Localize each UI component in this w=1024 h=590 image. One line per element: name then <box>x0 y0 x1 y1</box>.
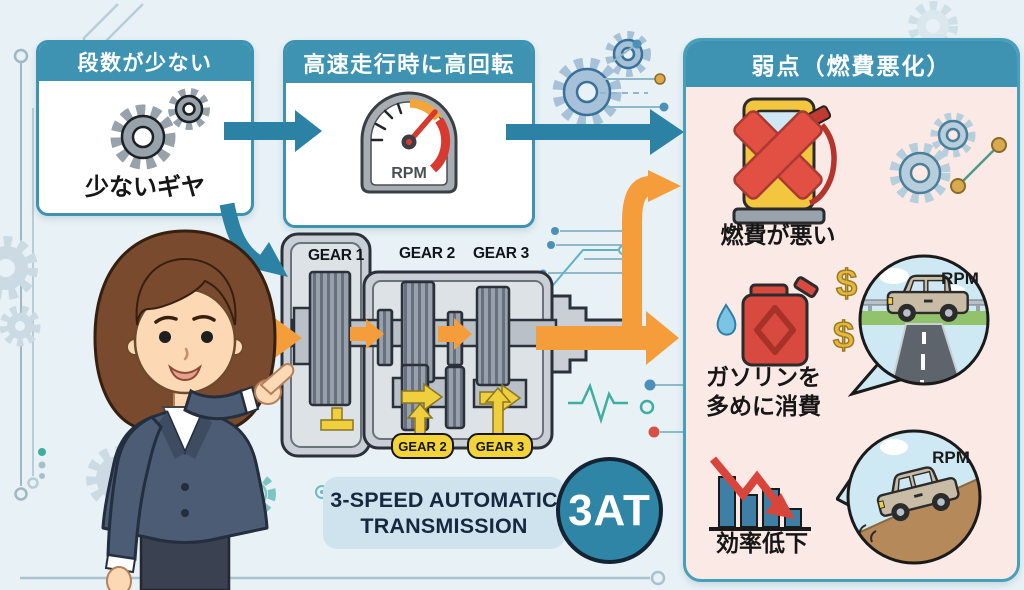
few-gears-caption: 少ないギヤ <box>85 174 205 201</box>
red-x-icon <box>733 110 823 200</box>
weakness-panel: 弱点（燃費悪化） 燃費が悪い <box>683 38 1020 582</box>
pulse-line-decor <box>568 382 628 425</box>
gear3-pill: GEAR 3 <box>467 433 533 459</box>
gear2-label: GEAR 2 <box>399 245 455 262</box>
gear1-stack <box>308 270 352 407</box>
gear3-label: GEAR 3 <box>473 245 529 262</box>
presenter-woman <box>93 229 295 590</box>
transmission-caption: 3-SPEED AUTOMATIC TRANSMISSION <box>323 477 565 549</box>
few-gears-box-header: 段数が少ない <box>39 43 251 81</box>
rpm-gauge-icon: RPM <box>360 91 458 194</box>
gear1-label: GEAR 1 <box>308 247 364 264</box>
more-gasoline-caption: ガソリンを 多めに消費 <box>706 364 821 419</box>
dollar-sign-2: $ <box>832 314 855 358</box>
transmission-diagram <box>280 232 626 458</box>
output-shaft-housing <box>550 294 626 374</box>
flow-arrow-1 <box>350 319 384 349</box>
jerry-can-icon <box>716 276 819 367</box>
efficiency-drop-caption: 効率低下 <box>716 530 808 556</box>
rpm-uphill-bubble: RPM <box>836 429 982 565</box>
gear2-pill: GEAR 2 <box>391 433 454 459</box>
flow-arrow-2 <box>438 318 472 350</box>
fuel-pump-crossed-icon <box>732 97 837 225</box>
high-rpm-box-header: 高速走行時に高回転 <box>286 43 532 83</box>
declining-bar-chart-icon <box>709 456 811 531</box>
bubble2-rpm-label: RPM <box>932 448 970 467</box>
weakness-panel-header: 弱点（燃費悪化） <box>686 41 1017 87</box>
few-gears-box: 段数が少ない 少ないギヤ <box>36 40 254 216</box>
caption-line2: TRANSMISSION <box>360 514 528 538</box>
bubble1-rpm-label: RPM <box>941 269 979 288</box>
badge-3at: 3AT <box>556 457 663 564</box>
dollar-sign-1: $ <box>835 262 858 306</box>
rpm-highway-bubble: RPM <box>848 254 990 397</box>
fuel-drop-icon <box>716 303 737 336</box>
bad-fuel-economy-caption: 燃費が悪い <box>720 222 836 248</box>
gears-trend-decor <box>889 112 1007 204</box>
gear3-stack <box>475 285 511 387</box>
pointing-finger <box>259 363 295 396</box>
caption-line1: 3-SPEED AUTOMATIC <box>330 488 558 512</box>
high-rpm-box: 高速走行時に高回転 RPM <box>283 40 535 228</box>
gears-icon <box>110 88 210 170</box>
gauge-rpm-label: RPM <box>391 165 427 182</box>
